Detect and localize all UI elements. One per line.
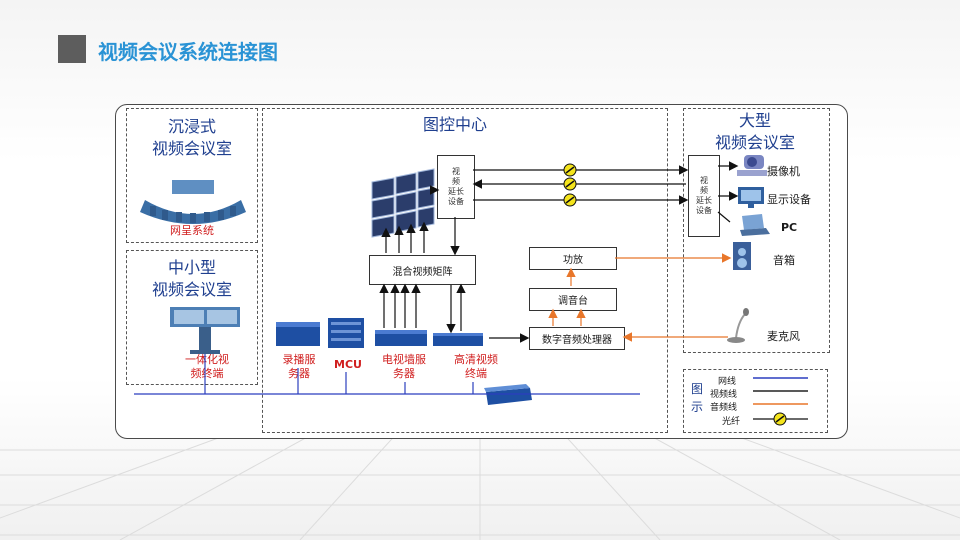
- small-room-label: 中小型视频会议室: [151, 258, 232, 299]
- legend-label-video: 视频线: [710, 390, 738, 400]
- hd-terminal-label: 高清视频终端: [454, 353, 498, 380]
- legend-swatches: [753, 377, 808, 426]
- speaker-icon: [733, 242, 751, 270]
- recording-server-label: 录播服务器: [282, 353, 316, 380]
- camera-icon: [737, 155, 767, 176]
- immersive-room-label: 沉浸式视频会议室: [151, 117, 232, 158]
- small-device-label: 一体化视频终端: [185, 353, 229, 380]
- hd-terminal-icon: [433, 333, 483, 346]
- pc-icon: [740, 214, 770, 236]
- diagram-panel: [115, 104, 848, 439]
- network-switch-icon: [484, 384, 532, 405]
- large-room-box: [683, 108, 830, 353]
- immersive-room-box: [126, 108, 258, 243]
- pc-label: PC: [781, 221, 798, 234]
- recording-server-icon: [276, 322, 320, 346]
- video-wall-icon: [371, 168, 435, 238]
- page-title: 视频会议系统连接图: [98, 40, 278, 64]
- speaker-label: 音箱: [773, 254, 795, 267]
- title-marker: [58, 35, 86, 63]
- mixed-video-matrix: 混合视频矩阵: [369, 255, 476, 285]
- control-center-box: [262, 108, 668, 433]
- legend-box: [683, 369, 828, 433]
- microphone-icon: [727, 308, 749, 343]
- mcu-icon: [328, 318, 364, 348]
- mic-label: 麦克风: [767, 330, 800, 343]
- legend-label-network: 网线: [718, 377, 737, 387]
- immersive-device-label: 网呈系统: [170, 224, 214, 237]
- tv-wall-server-label: 电视墙服务器: [382, 353, 426, 380]
- legend-title: 图示: [690, 382, 703, 414]
- mcu-label: MCU: [334, 358, 362, 371]
- audio-lines: [548, 253, 732, 342]
- integrated-terminal-icon: [170, 307, 240, 354]
- floor-grid-decoration: [0, 430, 960, 540]
- display-label: 显示设备: [767, 193, 811, 206]
- legend-label-fiber: 光纤: [722, 417, 741, 427]
- large-room-label: 大型视频会议室: [714, 111, 795, 152]
- audio-mixer: 调音台: [529, 288, 617, 311]
- display-icon: [738, 187, 764, 208]
- video-lines: [379, 161, 739, 343]
- control-center-title: 图控中心: [422, 115, 487, 134]
- camera-label: 摄像机: [767, 165, 800, 178]
- network-lines: [134, 354, 640, 395]
- legend-label-audio: 音频线: [710, 403, 738, 413]
- immersive-telepresence-icon: [140, 180, 246, 224]
- fiber-markers: [563, 163, 577, 207]
- tv-wall-server-icon: [375, 330, 427, 346]
- video-extender-right: 视 频 延长 设备: [688, 155, 720, 237]
- small-room-box: [126, 250, 258, 385]
